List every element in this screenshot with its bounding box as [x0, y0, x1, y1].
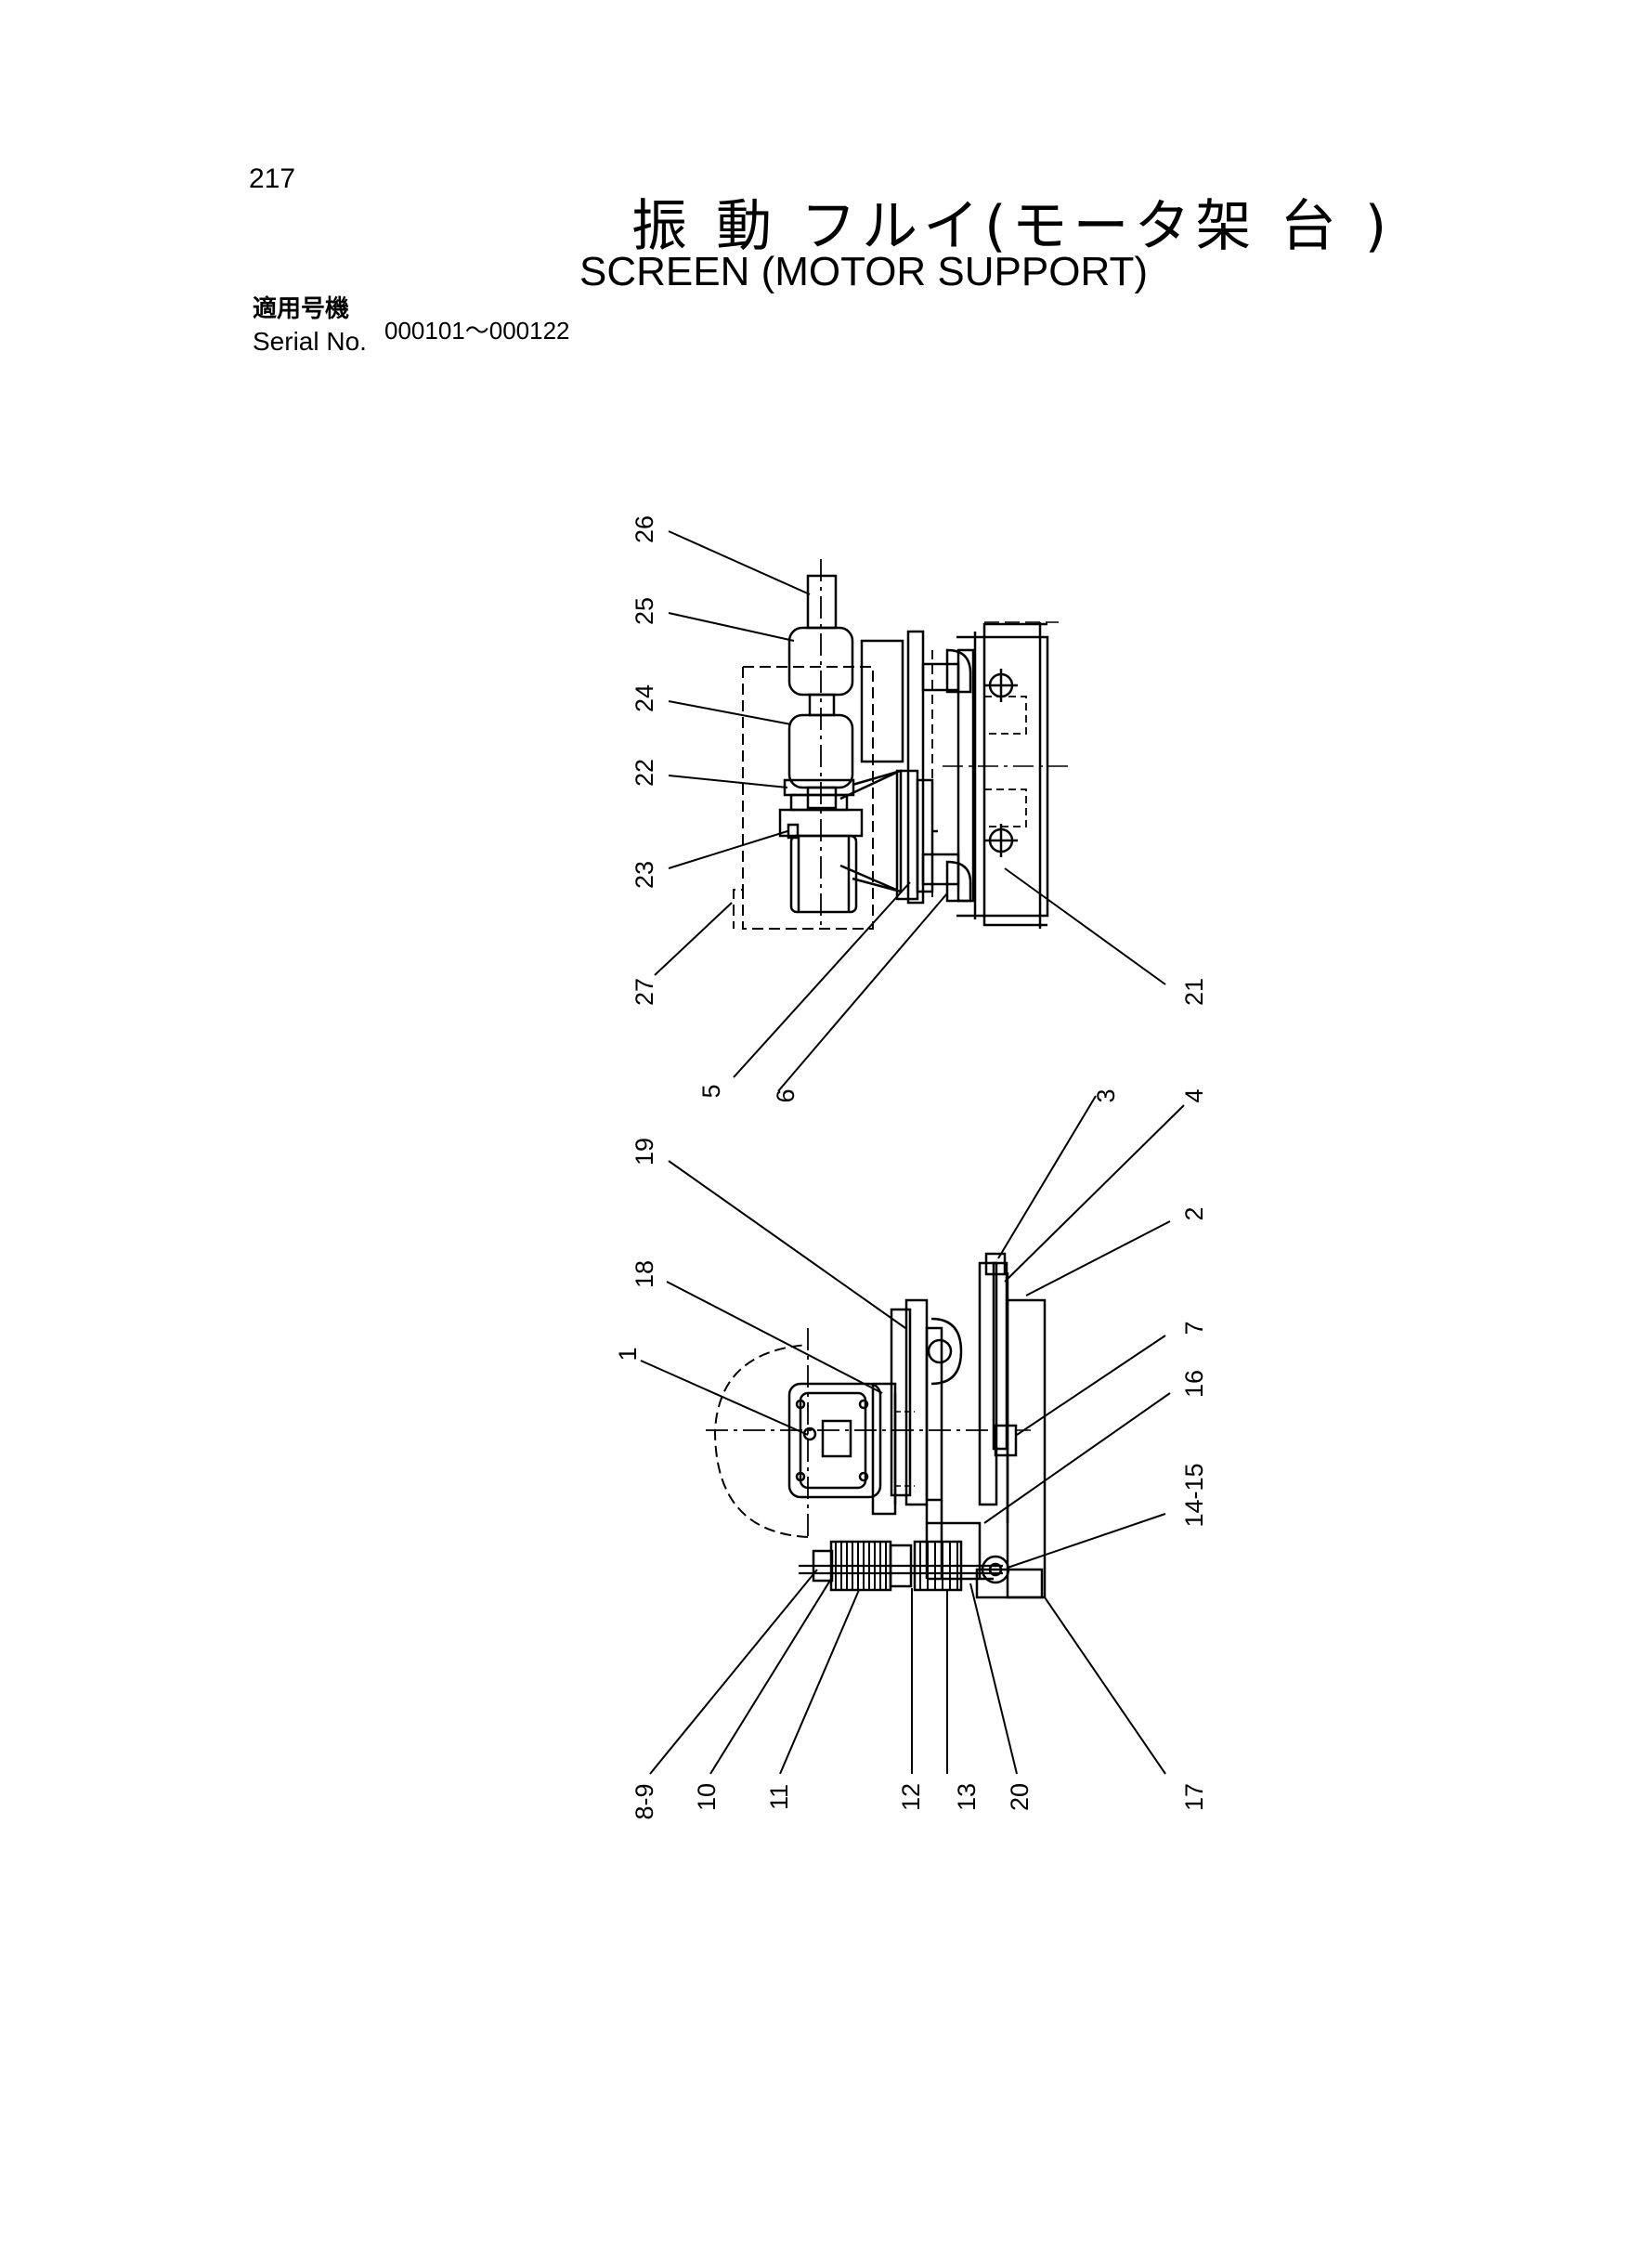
callout-14-15: 14-15 — [1180, 1463, 1208, 1527]
callout-25: 25 — [631, 597, 658, 625]
callout-23: 23 — [631, 861, 658, 889]
callout-5: 5 — [697, 1084, 725, 1098]
page-number: 217 — [249, 163, 296, 194]
bottom-assembly-leaders — [640, 1095, 1185, 1775]
callout-10: 10 — [693, 1783, 721, 1811]
callout-11: 11 — [765, 1784, 793, 1810]
serial-label-english: Serial No. — [253, 327, 367, 356]
page-title-english: SCREEN (MOTOR SUPPORT) — [579, 249, 1148, 294]
callout-labels: 26 25 24 22 23 27 21 5 6 3 4 19 18 1 2 7… — [614, 515, 1208, 1820]
top-assembly-leaders — [654, 530, 1166, 1092]
callout-20: 20 — [1006, 1783, 1034, 1811]
callout-16: 16 — [1180, 1370, 1208, 1398]
callout-8-9: 8-9 — [631, 1783, 658, 1819]
callout-27: 27 — [631, 978, 658, 1006]
callout-19: 19 — [631, 1138, 658, 1166]
callout-1: 1 — [614, 1347, 642, 1361]
callout-4: 4 — [1180, 1088, 1208, 1102]
callout-13: 13 — [953, 1783, 981, 1811]
callout-12: 12 — [897, 1783, 925, 1811]
page-title-japanese: 振 動 フルイ(モータ架 台 ) — [631, 194, 1393, 259]
callout-24: 24 — [631, 684, 658, 712]
callout-26: 26 — [631, 515, 658, 543]
serial-label-japanese: 適用号機 — [253, 295, 350, 323]
callout-21: 21 — [1180, 978, 1208, 1006]
callout-22: 22 — [631, 759, 658, 787]
callout-6: 6 — [772, 1088, 800, 1102]
callout-17: 17 — [1180, 1783, 1208, 1811]
callout-3: 3 — [1092, 1088, 1120, 1102]
serial-number-range: 000101～000122 — [384, 317, 570, 345]
callout-7: 7 — [1180, 1321, 1208, 1335]
callout-2: 2 — [1180, 1206, 1208, 1220]
top-assembly-drawing — [733, 559, 1068, 930]
bottom-assembly-drawing — [706, 1252, 1047, 1599]
callout-18: 18 — [631, 1260, 658, 1288]
